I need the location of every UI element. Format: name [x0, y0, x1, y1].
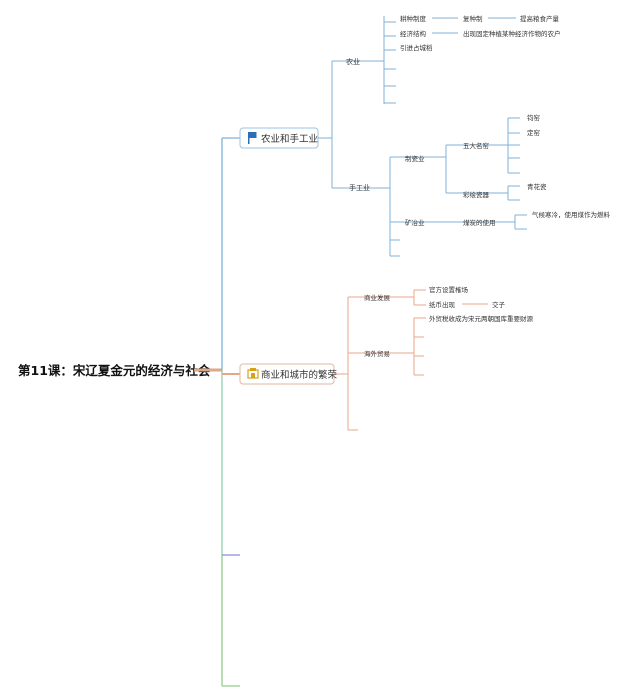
market-label[interactable]: 官方设置榷场 [429, 285, 469, 294]
farming-label[interactable]: 耕种制度 [400, 14, 427, 23]
painted-item-1[interactable]: 青花瓷 [527, 182, 547, 191]
business-label[interactable]: 商业发展 [364, 293, 391, 302]
branch2-label[interactable]: 商业和城市的繁荣 [261, 369, 338, 381]
root-title[interactable]: 第11课：宋辽夏金元的经济与社会 [18, 363, 211, 378]
rice-label[interactable]: 引进占城稻 [400, 43, 433, 52]
kiln-item-2[interactable]: 定窑 [527, 128, 541, 137]
city-icon [247, 368, 259, 379]
flag-icon [248, 132, 257, 144]
farming-subsub[interactable]: 提高粮食产量 [520, 14, 560, 23]
handicraft-label[interactable]: 手工业 [349, 183, 370, 192]
economy-sub[interactable]: 出现固定种植某种经济作物的农户 [463, 29, 561, 38]
coal-label[interactable]: 煤炭的使用 [463, 218, 496, 227]
branch1-label[interactable]: 农业和手工业 [261, 133, 318, 145]
paper-money-sub[interactable]: 交子 [492, 300, 506, 309]
farming-sub[interactable]: 复种制 [463, 14, 483, 23]
kiln-item-1[interactable]: 钧窑 [527, 113, 541, 122]
paper-money-label[interactable]: 纸币出现 [429, 300, 456, 309]
foreign-trade-label[interactable]: 海外贸易 [364, 349, 390, 358]
economy-label[interactable]: 经济结构 [400, 29, 427, 38]
kilns-label[interactable]: 五大名窑 [463, 141, 490, 150]
painted-label[interactable]: 彩绘瓷器 [463, 190, 490, 199]
mining-label[interactable]: 矿冶业 [405, 218, 425, 227]
coal-note[interactable]: 气候寒冷，使用煤作为燃料 [532, 210, 611, 219]
foreign-trade-note[interactable]: 外贸税收成为宋元两朝国库重要财源 [429, 314, 534, 323]
agriculture-label[interactable]: 农业 [346, 57, 360, 66]
porcelain-label[interactable]: 制瓷业 [405, 154, 425, 163]
